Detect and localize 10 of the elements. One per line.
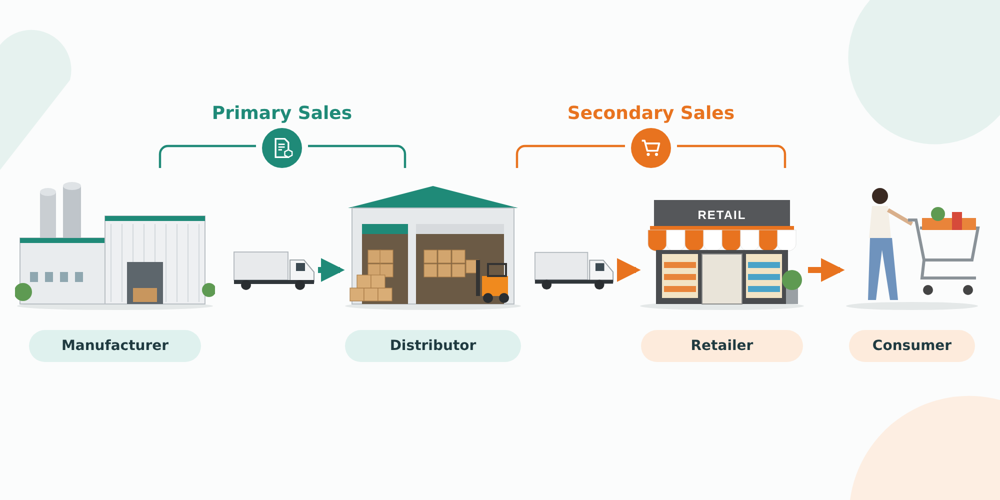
flow-arrow — [616, 258, 641, 282]
flow-arrow — [808, 258, 845, 282]
section-title: Primary Sales — [210, 103, 354, 124]
stage-label: Consumer — [849, 330, 975, 362]
section-title: Secondary Sales — [566, 103, 736, 124]
stage-label: Retailer — [641, 330, 803, 362]
stage-label: Distributor — [345, 330, 521, 362]
flow-arrow — [318, 258, 345, 282]
store-sign-text: RETAIL — [696, 207, 748, 224]
stage-label: Manufacturer — [29, 330, 201, 362]
